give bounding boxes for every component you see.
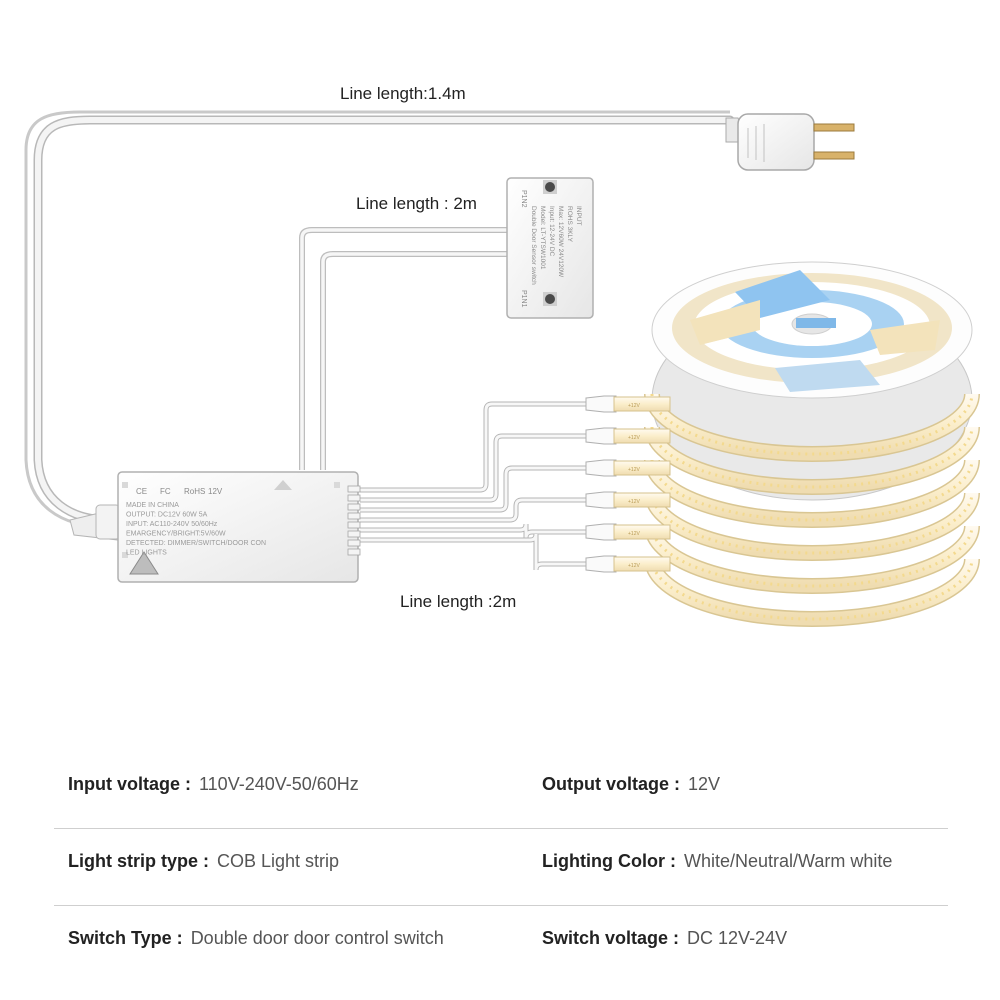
switch-side-label-bottom: P1N1 [520,290,527,308]
switch-print-line: ROHS 3KLY [566,206,573,243]
strip-tail [613,428,671,444]
strip-tape-label: +12V [628,563,640,569]
strip-connector [585,459,617,477]
strip-lead-wire-core [360,523,588,539]
strip-lead-wire-core [360,466,588,512]
strip-tape-label: +12V [628,435,640,441]
strip-lead-wire-core [360,533,588,571]
strip-connector [585,395,617,413]
spec-key: Output voltage : [542,774,680,794]
strip-tape-label: +12V [628,467,640,473]
spec-row: Light strip type : COB Light strip Lighti… [54,829,948,906]
strip-tail [613,556,671,572]
strip-lead-wire [360,401,588,493]
spec-value: 12V [688,774,721,794]
power-cable [24,110,735,529]
switch-side-label-top: P1N2 [520,190,527,208]
strip-leds [650,525,974,588]
controller-print-line: EMARGENCY/BRIGHT:5V/60W [126,531,226,538]
led-strips: +12V +12V +12V +12V +12V +12V [360,393,980,627]
output-port [347,503,361,511]
spec-value: COB Light strip [217,851,340,871]
strip-tail [613,492,671,508]
switch-line-length-label: Line length : 2m [356,194,477,213]
controller-print-line: LED LIGHTS [126,550,167,557]
controller-box-print: MADE IN CHINA OUTPUT: DC12V 60W 5A INPUT: … [126,502,266,557]
spec-row: Input voltage : 110V-240V-50/60Hz Output … [54,752,948,829]
strip-connector [585,555,617,573]
strip-lead-wire-core [360,402,588,492]
controller-ports [347,485,361,556]
strip-tail [613,524,671,540]
spec-lighting-color: Lighting Color : White/Neutral/Warm white [542,851,892,872]
switch-cable [299,227,508,470]
spec-table: Input voltage : 110V-240V-50/60Hz Output … [54,752,948,982]
switch-print-line: Double Door Sensor switch [530,206,537,285]
controller-print-line: INPUT: AC110-240V 50/60Hz [126,521,218,528]
output-port [347,530,361,538]
strip-tape-label: +12V [628,531,640,537]
controller-print-line: MADE IN CHINA [126,502,179,509]
spec-output-voltage: Output voltage : 12V [542,774,720,795]
strip-line-length-label: Line length :2m [400,592,517,611]
strip-leds [650,492,974,555]
output-port [347,548,361,556]
strip-connector [585,427,617,445]
certification-mark: RoHS [184,487,205,496]
controller-print-line: OUTPUT: DC12V 60W 5A [126,512,208,519]
switch-print-line: Model: LT-YTSW1001 [539,206,546,270]
switch-print-line: Max: 12V60W 24V120W [557,206,564,278]
strip-connector [585,523,617,541]
spec-switch-voltage: Switch voltage : DC 12V-24V [542,928,787,949]
strip-tape-label: +12V [628,403,640,409]
spec-key: Lighting Color : [542,851,676,871]
power-line-length-label: Line length:1.4m [340,84,466,103]
strip-tail [613,396,671,412]
spec-key: Switch voltage : [542,928,680,948]
spec-key: Light strip type : [68,851,209,871]
strip-leds [650,393,974,456]
strip-connector [585,491,617,509]
spec-light-strip-type: Light strip type : COB Light strip [68,851,339,872]
output-port [347,494,361,502]
strip-leds [650,459,974,522]
spec-key: Input voltage : [68,774,191,794]
strip-leds [650,558,974,621]
spec-row: Switch Type : Double door door control sw… [54,906,948,982]
output-port [347,521,361,529]
certification-mark: CE [136,487,147,496]
spec-switch-type: Switch Type : Double door door control sw… [68,928,444,949]
output-port [347,485,361,493]
spec-input-voltage: Input voltage : 110V-240V-50/60Hz [68,774,359,795]
spec-value: White/Neutral/Warm white [683,851,893,871]
strip-lead-wire-core [360,498,588,522]
output-port [347,539,361,547]
strip-lead-wire-core [360,434,588,502]
output-port [347,512,361,520]
switch-print-line: Input: 12-24V DC [548,206,555,257]
controller-print-line: DETECTED: DIMMER/SWITCH/DOOR CON [126,540,266,547]
spec-key: Switch Type : [68,928,183,948]
spec-value: DC 12V-24V [687,928,788,948]
power-plug [725,113,855,171]
certification-mark: 12V [208,487,223,496]
strip-leds [650,426,974,489]
spec-value: Double door door control switch [190,928,444,948]
certification-mark: FC [160,487,171,496]
spec-value: 110V-240V-50/60Hz [199,774,359,794]
switch-print-line: INPUT [575,206,582,226]
strip-tape-label: +12V [628,499,640,505]
strip-tail [613,460,671,476]
